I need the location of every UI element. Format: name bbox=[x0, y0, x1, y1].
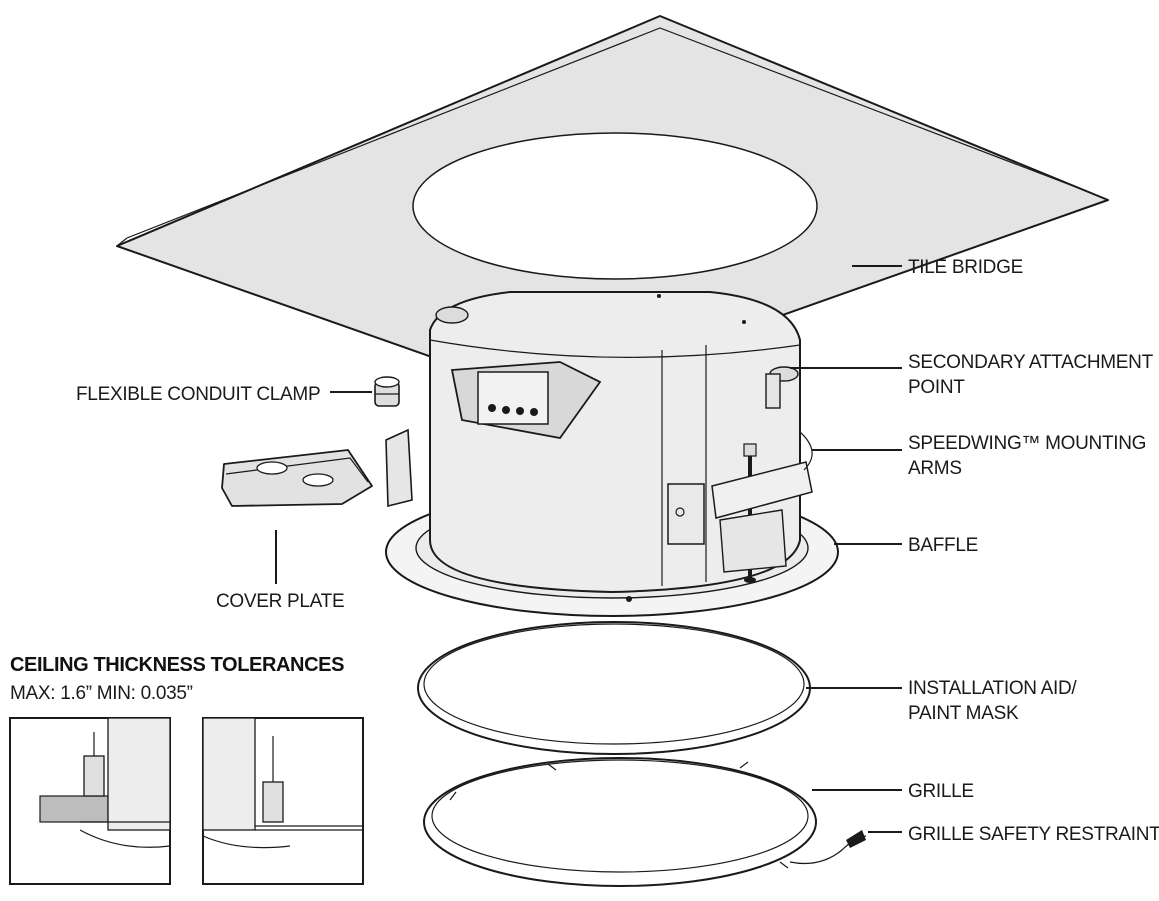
tolerance-inset-max bbox=[9, 717, 171, 885]
tile-bridge bbox=[116, 15, 1109, 399]
grille-ring bbox=[423, 757, 867, 887]
label-baffle: BAFFLE bbox=[908, 535, 978, 556]
label-grille: GRILLE bbox=[908, 781, 974, 802]
label-speedwing-line1: SPEEDWING™ MOUNTING bbox=[908, 433, 1146, 454]
label-installation-aid-line2: PAINT MASK bbox=[908, 703, 1019, 724]
label-cover-plate: COVER PLATE bbox=[216, 591, 344, 612]
leader-lines bbox=[275, 265, 902, 833]
tolerances-values: MAX: 1.6” MIN: 0.035” bbox=[10, 683, 193, 704]
speaker-enclosure bbox=[385, 291, 839, 617]
label-speedwing-line2: ARMS bbox=[908, 458, 962, 479]
callout-labels: TILE BRIDGE SECONDARY ATTACHMENT POINT S… bbox=[10, 257, 1159, 845]
speedwing-arm bbox=[711, 431, 813, 583]
tolerances-heading: CEILING THICKNESS TOLERANCES bbox=[10, 654, 344, 676]
label-grille-safety-restraint: GRILLE SAFETY RESTRAINT bbox=[908, 824, 1159, 845]
label-tile-bridge: TILE BRIDGE bbox=[908, 257, 1023, 278]
tolerance-inset-min bbox=[202, 717, 364, 885]
installation-aid-ring bbox=[417, 621, 811, 755]
label-flexible-conduit-clamp: FLEXIBLE CONDUIT CLAMP bbox=[76, 384, 320, 405]
tile-bridge-cutout bbox=[412, 132, 818, 280]
cover-plate bbox=[221, 449, 373, 507]
label-installation-aid-line1: INSTALLATION AID/ bbox=[908, 678, 1077, 699]
label-secondary-attachment-line1: SECONDARY ATTACHMENT bbox=[908, 352, 1154, 373]
flexible-conduit-clamp bbox=[374, 376, 400, 407]
label-secondary-attachment-line2: POINT bbox=[908, 377, 965, 398]
terminal-block bbox=[450, 361, 602, 439]
